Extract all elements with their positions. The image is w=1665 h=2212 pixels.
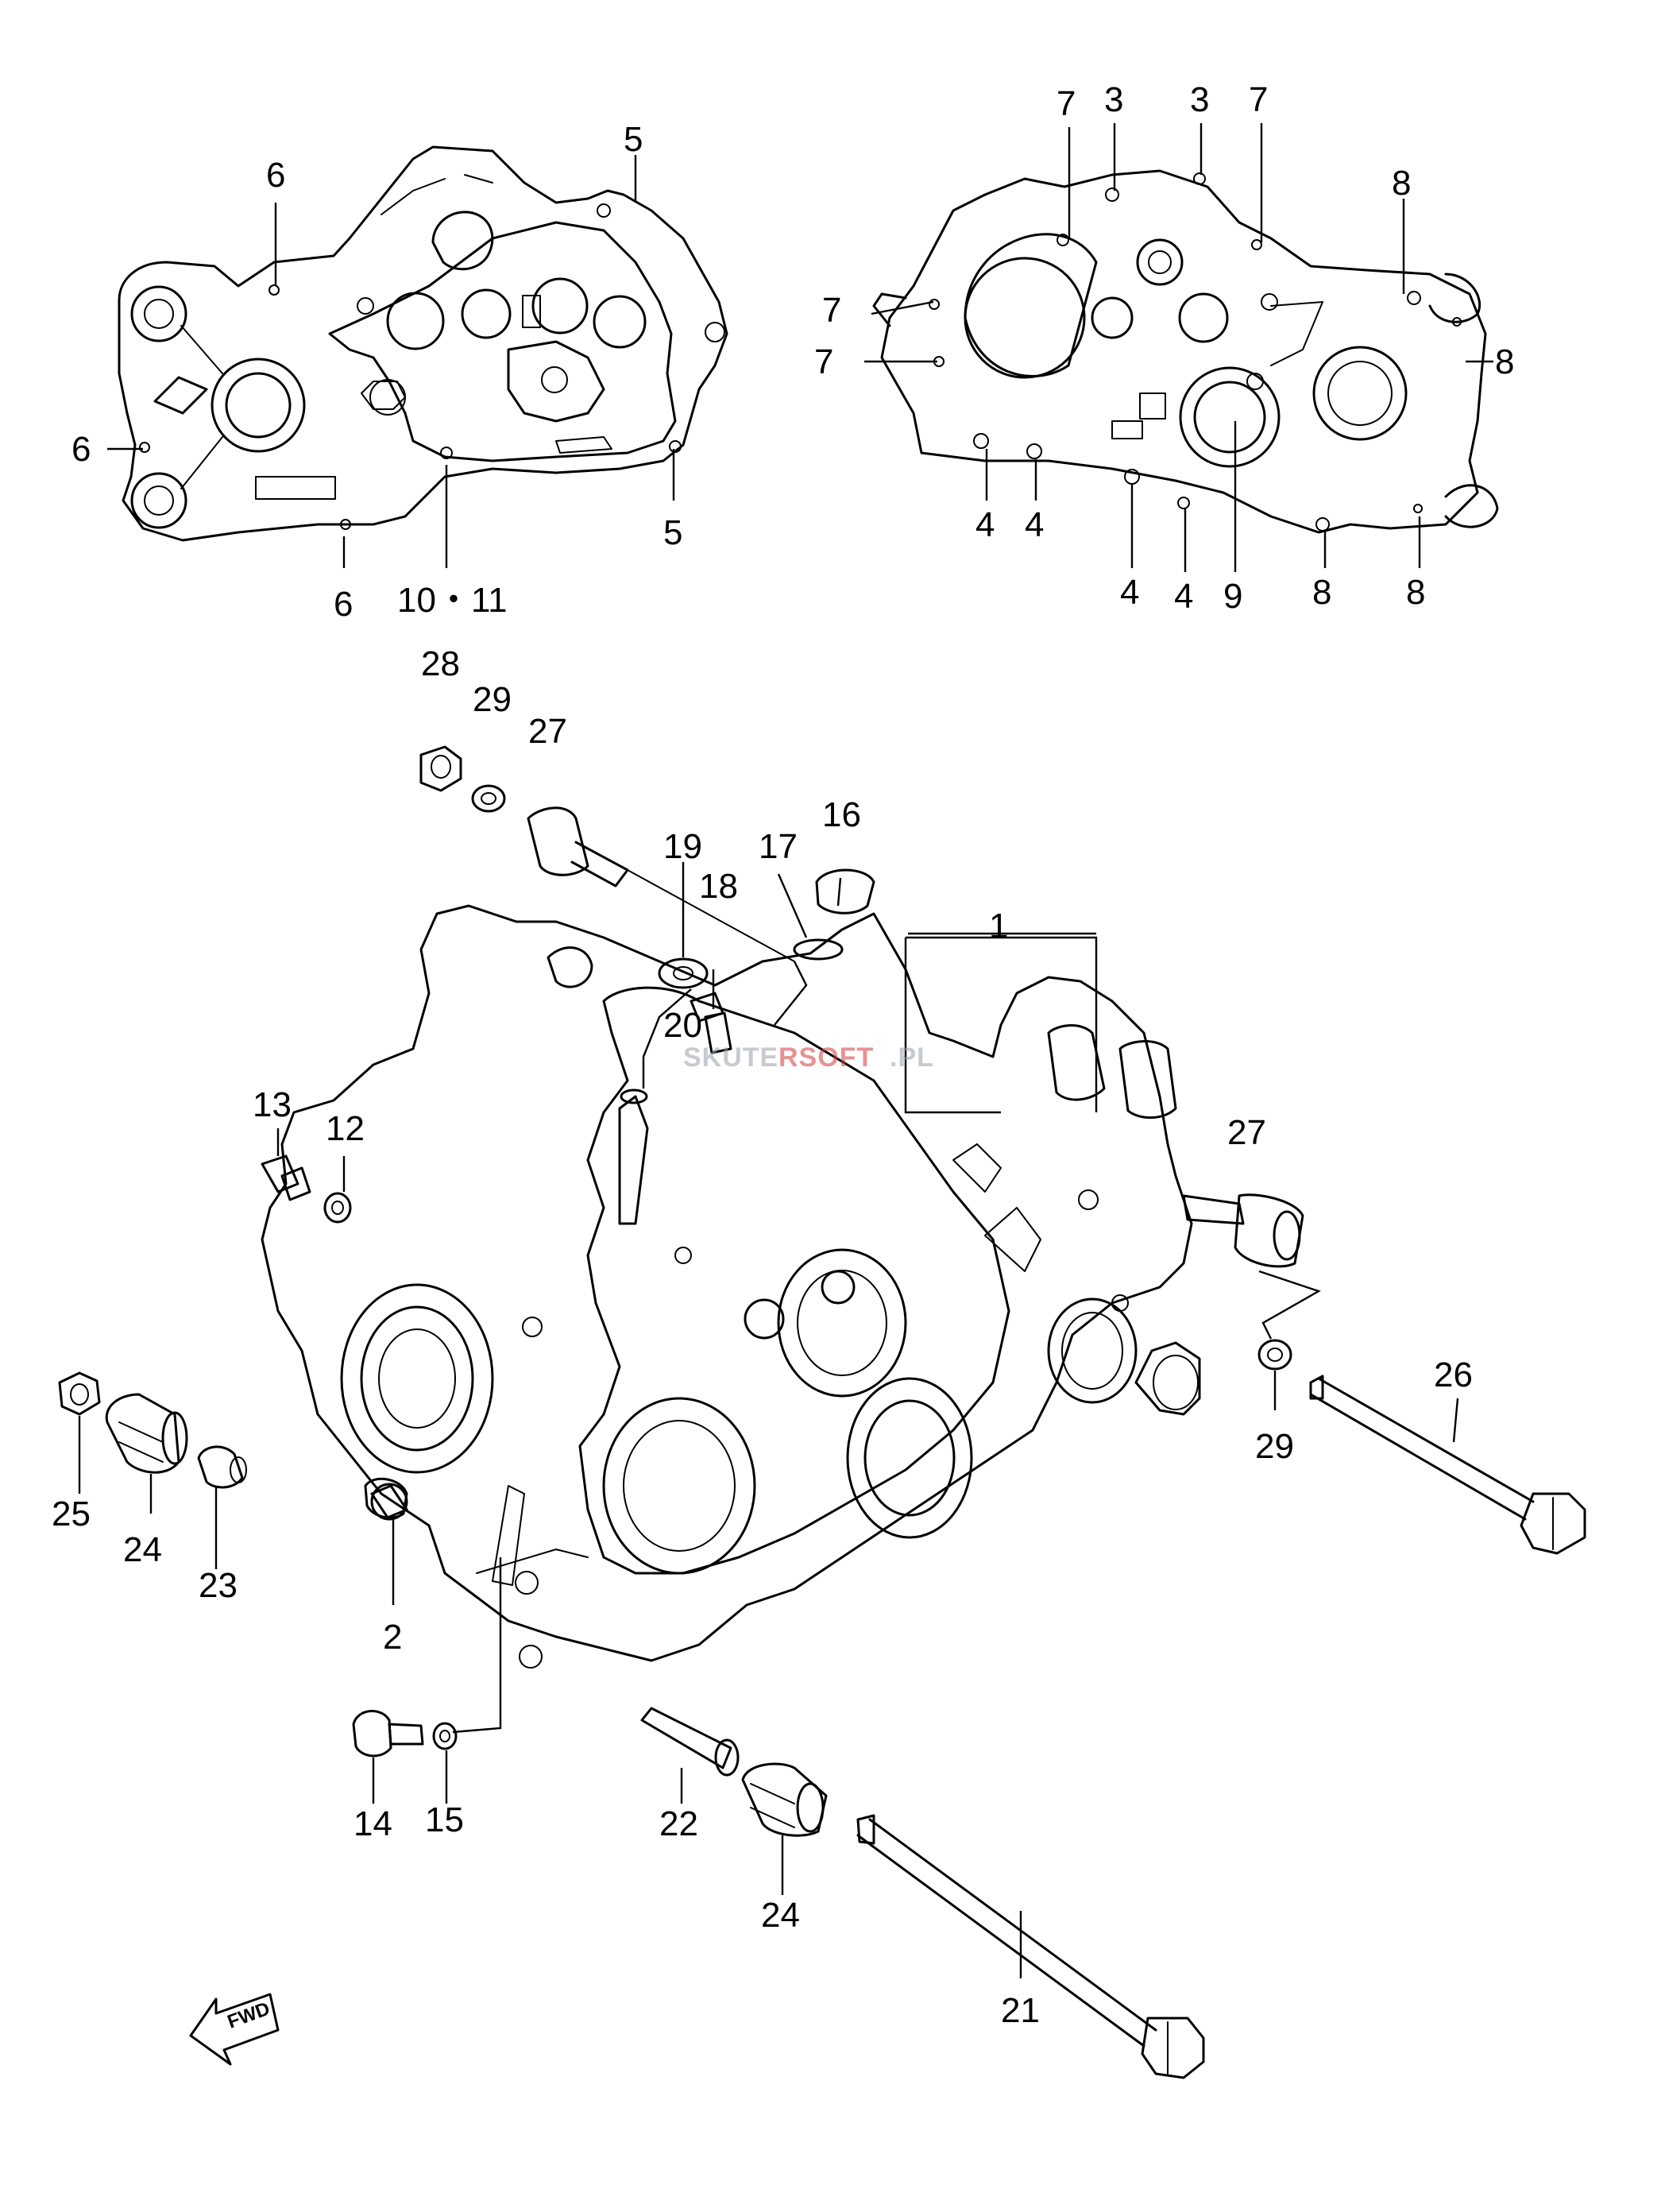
fwd-direction-arrow: FWD (189, 1993, 280, 2066)
washer-29-top (471, 784, 506, 813)
crankcase-assembly (261, 904, 1201, 1669)
label-27-top: 27 (528, 712, 567, 751)
dowel-27-right (1182, 1193, 1304, 1268)
label-24-bottom: 24 (761, 1896, 800, 1935)
bolt-21 (856, 1814, 1205, 2079)
label-3-a: 3 (1104, 80, 1123, 119)
washer-19 (658, 957, 709, 989)
bearing-24-bottom (741, 1762, 828, 1837)
label-24-left: 24 (123, 1530, 162, 1569)
dowel-22 (640, 1707, 740, 1777)
label-2: 2 (383, 1618, 402, 1657)
label-25: 25 (52, 1495, 91, 1533)
label-10-11: 10・11 (397, 581, 508, 620)
label-7-c: 7 (822, 291, 841, 330)
label-6-top: 6 (266, 156, 285, 195)
label-16: 16 (822, 795, 861, 834)
nut-28 (419, 745, 462, 792)
washer-29-right (1257, 1339, 1292, 1371)
label-28: 28 (421, 644, 460, 683)
svg-text:SKUTE: SKUTE (683, 1042, 778, 1073)
svg-text:.PL: .PL (890, 1042, 934, 1073)
crankcase-left-half-view (118, 145, 728, 542)
label-4-b: 4 (1025, 505, 1044, 544)
label-3-b: 3 (1190, 80, 1209, 119)
label-1: 1 (989, 907, 1008, 946)
label-5-top: 5 (624, 120, 643, 159)
label-6-left: 6 (71, 430, 91, 469)
label-8-b: 8 (1495, 342, 1514, 381)
label-7-b: 7 (1249, 80, 1268, 119)
washer-15 (432, 1722, 458, 1750)
label-7-d: 7 (814, 342, 833, 381)
label-26: 26 (1434, 1355, 1473, 1394)
bearing-24-left (105, 1393, 188, 1474)
o-ring-17 (793, 938, 844, 961)
label-8-c: 8 (1312, 573, 1331, 612)
bearing-23 (197, 1445, 247, 1489)
label-12: 12 (326, 1109, 365, 1148)
label-29-right: 29 (1255, 1427, 1294, 1466)
label-4-c: 4 (1120, 573, 1139, 612)
watermark: SKUTE RSOFT .PL (683, 1042, 934, 1073)
crankcase-right-half-view (872, 169, 1499, 534)
label-15: 15 (425, 1800, 464, 1839)
nut-25 (58, 1371, 101, 1416)
label-27-right: 27 (1227, 1113, 1266, 1152)
svg-text:RSOFT: RSOFT (778, 1042, 874, 1073)
leader-lines (78, 123, 1493, 1978)
label-18: 18 (699, 867, 738, 906)
label-21: 21 (1001, 1991, 1040, 2030)
svg-text:FWD: FWD (225, 1998, 273, 2033)
label-14: 14 (353, 1804, 392, 1843)
label-8-a: 8 (1392, 164, 1411, 203)
label-22: 22 (659, 1804, 698, 1843)
dowel-27-top (527, 806, 795, 962)
label-4-d: 4 (1174, 577, 1193, 616)
bolt-18 (690, 992, 732, 1054)
bolt-26 (1309, 1375, 1586, 1555)
label-6-bottom: 6 (334, 585, 353, 624)
bolt-14 (352, 1710, 424, 1758)
part-labels: 6 6 6 5 5 10・11 7 3 3 7 7 7 8 8 8 8 9 4 … (52, 80, 1514, 2030)
label-20: 20 (663, 1006, 702, 1045)
label-9: 9 (1223, 577, 1242, 616)
washer-12 (323, 1192, 352, 1224)
dowel-2 (364, 1477, 408, 1519)
label-19: 19 (663, 827, 702, 866)
label-4-a: 4 (975, 505, 995, 544)
label-23: 23 (199, 1566, 238, 1605)
label-13: 13 (253, 1085, 292, 1124)
label-8-d: 8 (1406, 573, 1425, 612)
label-29-top: 29 (473, 680, 512, 719)
label-7-a: 7 (1057, 84, 1076, 123)
label-5-bottom: 5 (663, 513, 682, 552)
plug-16 (815, 868, 875, 915)
label-17: 17 (759, 827, 798, 866)
switch-13 (261, 1154, 311, 1201)
